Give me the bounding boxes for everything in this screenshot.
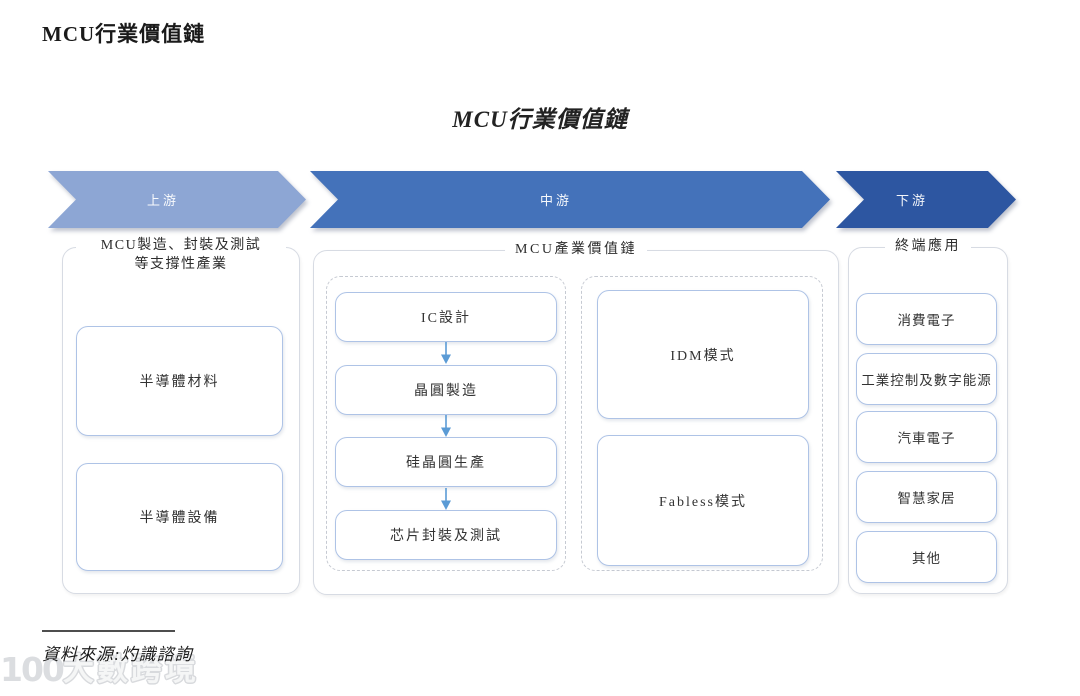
upstream-panel-title: MCU製造、封裝及測試 等支撐性產業 [76, 236, 286, 274]
source-note: 資料來源:灼識諮詢 [42, 645, 193, 664]
box-automotive-electronics: 汽車電子 [856, 411, 997, 463]
flow-down-arrow-icon [441, 487, 451, 510]
box-label: IC設計 [421, 311, 471, 326]
midstream-panel: MCU產業價值鏈 IC設計 晶圓製造 硅晶圓生產 [313, 240, 839, 595]
document-title: MCU行業價值鏈 [42, 22, 206, 46]
stage-arrow-midstream: 中游 [310, 171, 830, 228]
box-wafer-manufacturing: 晶圓製造 [335, 364, 557, 415]
box-label: 硅晶圓生產 [406, 456, 486, 472]
chevron-shape: 上游 [48, 171, 306, 228]
source-divider [42, 630, 175, 632]
box-label: 消費電子 [897, 313, 956, 328]
box-label: 汽車電子 [897, 431, 956, 446]
stage-arrow-downstream: 下游 [836, 171, 1016, 228]
box-label: 其他 [912, 551, 941, 566]
stage-label-upstream: 上游 [146, 193, 179, 208]
chevron-shape: 中游 [310, 171, 830, 228]
box-semiconductor-equipment: 半導體設備 [76, 463, 283, 571]
downstream-panel-title: 終端應用 [885, 237, 971, 256]
stage-arrow-upstream: 上游 [48, 171, 306, 228]
box-label: 智慧家居 [897, 491, 956, 506]
box-label: Fabless模式 [659, 494, 747, 510]
midstream-panel-title: MCU產業價值鏈 [505, 240, 647, 259]
box-label: 半導體材料 [139, 375, 220, 390]
box-consumer-electronics: 消費電子 [856, 293, 997, 345]
box-ic-design: IC設計 [335, 292, 557, 342]
box-label: 半導體設備 [139, 511, 220, 526]
business-modes-group: IDM模式 Fabless模式 [581, 276, 823, 571]
box-fabless-mode: Fabless模式 [597, 435, 809, 566]
box-label: IDM模式 [670, 348, 736, 364]
downstream-panel: 終端應用 消費電子 工業控制及數字能源 汽車電子 智慧家居 其他 [848, 237, 1008, 594]
chevron-shape: 下游 [836, 171, 1016, 228]
watermark: 100 大數跨境 [0, 650, 199, 690]
box-semiconductor-materials: 半導體材料 [76, 326, 283, 436]
box-chip-packaging-testing: 芯片封裝及測試 [335, 509, 557, 560]
box-label: 工業控制及數字能源 [861, 373, 992, 388]
box-label: 芯片封裝及測試 [390, 528, 502, 544]
manufacturing-flow-group: IC設計 晶圓製造 硅晶圓生產 芯片封裝及測試 [326, 276, 566, 571]
box-smart-home: 智慧家居 [856, 471, 997, 523]
upstream-panel-title-line2: 等支撐性產業 [134, 257, 228, 272]
box-label: 晶圓製造 [414, 383, 478, 399]
box-idm-mode: IDM模式 [597, 290, 809, 419]
box-silicon-wafer-production: 硅晶圓生產 [335, 437, 557, 488]
figure-title: MCU行業價值鏈 [452, 107, 628, 132]
flow-down-arrow-icon [441, 414, 451, 437]
stage-label-downstream: 下游 [895, 193, 928, 208]
box-industrial-control-digital-energy: 工業控制及數字能源 [856, 353, 997, 405]
watermark-logo-icon: 100 [0, 650, 65, 689]
upstream-panel-title-line1: MCU製造、封裝及測試 [100, 238, 262, 253]
flow-down-arrow-icon [441, 342, 451, 365]
box-others: 其他 [856, 531, 997, 583]
upstream-panel: MCU製造、封裝及測試 等支撐性產業 半導體材料 半導體設備 [62, 236, 300, 594]
stage-label-midstream: 中游 [539, 193, 572, 208]
watermark-text: 大數跨境 [62, 652, 199, 688]
